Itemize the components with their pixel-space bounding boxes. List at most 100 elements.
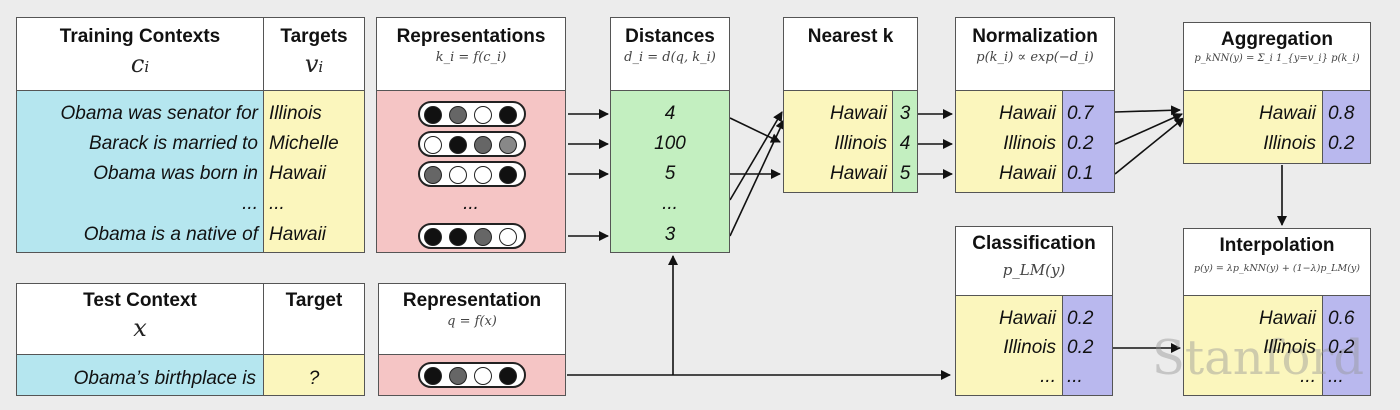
interpolation-values-cell xyxy=(1322,295,1371,396)
interpolation-label: ... xyxy=(1300,366,1316,387)
targets-header: Targets vi xyxy=(263,17,365,91)
distance-value: 4 xyxy=(664,103,676,124)
vector-component xyxy=(424,367,442,385)
aggregation-label: Illinois xyxy=(1263,133,1316,154)
vector-component xyxy=(449,106,467,124)
vector-representation xyxy=(418,131,526,157)
distance-value: 100 xyxy=(654,133,686,154)
test-context-math: x xyxy=(133,314,147,342)
test-context-value: Obama’s birthplace is xyxy=(73,368,256,389)
training-target-row: Michelle xyxy=(269,133,339,154)
arrow-norm-agg-1 xyxy=(1114,105,1181,116)
distance-value: 5 xyxy=(664,163,676,184)
vector-component xyxy=(499,166,517,184)
normalization-label: Hawaii xyxy=(998,103,1056,124)
representation-title: Representation xyxy=(402,290,542,311)
representations-ellipsis: ... xyxy=(463,193,479,214)
vector-component xyxy=(499,367,517,385)
vector-component xyxy=(424,136,442,154)
vector-representation xyxy=(418,101,526,127)
arrow-norm-agg-3 xyxy=(1114,117,1185,175)
distances-title: Distances xyxy=(625,26,715,47)
test-target-title: Target xyxy=(285,290,343,311)
classification-header: Classification p_LM(y) xyxy=(955,226,1113,296)
arrow-dist-nearest-d xyxy=(729,119,785,237)
representations-header: Representations k_i = f(c_i) xyxy=(376,17,566,91)
vector-component xyxy=(474,106,492,124)
training-context-row: Obama is a native of xyxy=(83,224,258,245)
normalization-formula: p(k_i) ∝ exp(−d_i) xyxy=(976,50,1094,65)
normalization-title: Normalization xyxy=(972,26,1098,47)
test-target-cell xyxy=(263,354,365,396)
arrow-dist-nearest-c xyxy=(729,111,783,201)
test-target-header: Target xyxy=(263,283,365,355)
classification-values-cell xyxy=(1062,295,1113,396)
training-contexts-cell xyxy=(16,90,264,253)
nearest-header: Nearest k xyxy=(783,17,918,91)
vector-component xyxy=(499,136,517,154)
classification-formula: p_LM(y) xyxy=(1002,261,1066,279)
nearest-label: Illinois xyxy=(834,133,887,154)
vector-component xyxy=(424,228,442,246)
test-target-value: ? xyxy=(308,368,320,389)
test-context-title: Test Context xyxy=(83,290,197,311)
classification-value: 0.2 xyxy=(1067,337,1094,358)
interpolation-formula: p(y) = λp_kNN(y) + (1−λ)p_LM(y) xyxy=(1194,263,1360,274)
aggregation-value: 0.2 xyxy=(1328,133,1355,154)
nearest-label: Hawaii xyxy=(829,163,887,184)
vector-component xyxy=(474,166,492,184)
aggregation-values-cell xyxy=(1322,90,1371,164)
vector-component xyxy=(424,166,442,184)
vector-component xyxy=(449,136,467,154)
vector-representation xyxy=(418,161,526,187)
aggregation-formula: p_kNN(y) = Σ_i 1_{y=v_i} p(k_i) xyxy=(1194,53,1360,64)
aggregation-value: 0.8 xyxy=(1328,103,1355,124)
representations-formula: k_i = f(c_i) xyxy=(435,50,507,65)
classification-label: Hawaii xyxy=(998,308,1056,329)
training-contexts-header: Training Contexts ci xyxy=(16,17,264,91)
vector-component xyxy=(474,136,492,154)
classification-label: ... xyxy=(1040,366,1056,387)
arrow-dist-nearest-a xyxy=(729,117,781,143)
nearest-value: 5 xyxy=(899,163,911,184)
classification-value: ... xyxy=(1067,366,1083,387)
interpolation-labels-cell xyxy=(1183,295,1323,396)
classification-title: Classification xyxy=(972,233,1096,254)
distance-value: ... xyxy=(662,193,678,214)
training-contexts-title: Training Contexts xyxy=(59,26,221,47)
vector-component xyxy=(474,367,492,385)
training-context-row: Obama was born in xyxy=(93,163,258,184)
vector-component xyxy=(449,166,467,184)
distances-header: Distances d_i = d(q, k_i) xyxy=(610,17,730,91)
vector-component xyxy=(449,228,467,246)
nearest-value: 4 xyxy=(899,133,911,154)
nearest-label: Hawaii xyxy=(829,103,887,124)
interpolation-header: Interpolation p(y) = λp_kNN(y) + (1−λ)p_… xyxy=(1183,228,1371,296)
representation-formula: q = f(x) xyxy=(447,314,497,329)
normalization-value: 0.1 xyxy=(1067,163,1094,184)
normalization-value: 0.2 xyxy=(1067,133,1094,154)
arrow-norm-agg-2 xyxy=(1114,113,1183,145)
classification-value: 0.2 xyxy=(1067,308,1094,329)
training-context-row: Barack is married to xyxy=(89,133,258,154)
training-target-row: Hawaii xyxy=(269,224,327,245)
targets-math: vi xyxy=(304,50,324,78)
vector-component xyxy=(499,228,517,246)
vector-component xyxy=(474,228,492,246)
normalization-values-cell xyxy=(1062,90,1115,193)
distances-formula: d_i = d(q, k_i) xyxy=(624,50,716,65)
representation-header: Representation q = f(x) xyxy=(378,283,566,355)
vector-component xyxy=(449,367,467,385)
stanford-watermark: Stanford xyxy=(1152,330,1365,386)
interpolation-value: 0.2 xyxy=(1328,337,1355,358)
nearest-values-cell xyxy=(892,90,918,193)
targets-title: Targets xyxy=(280,26,348,47)
vector-component xyxy=(424,106,442,124)
vector-component xyxy=(499,106,517,124)
training-context-row: ... xyxy=(242,193,258,214)
vector-representation xyxy=(418,223,526,249)
aggregation-label: Hawaii xyxy=(1258,103,1316,124)
aggregation-header: Aggregation p_kNN(y) = Σ_i 1_{y=v_i} p(k… xyxy=(1183,22,1371,91)
normalization-label: Illinois xyxy=(1003,133,1056,154)
